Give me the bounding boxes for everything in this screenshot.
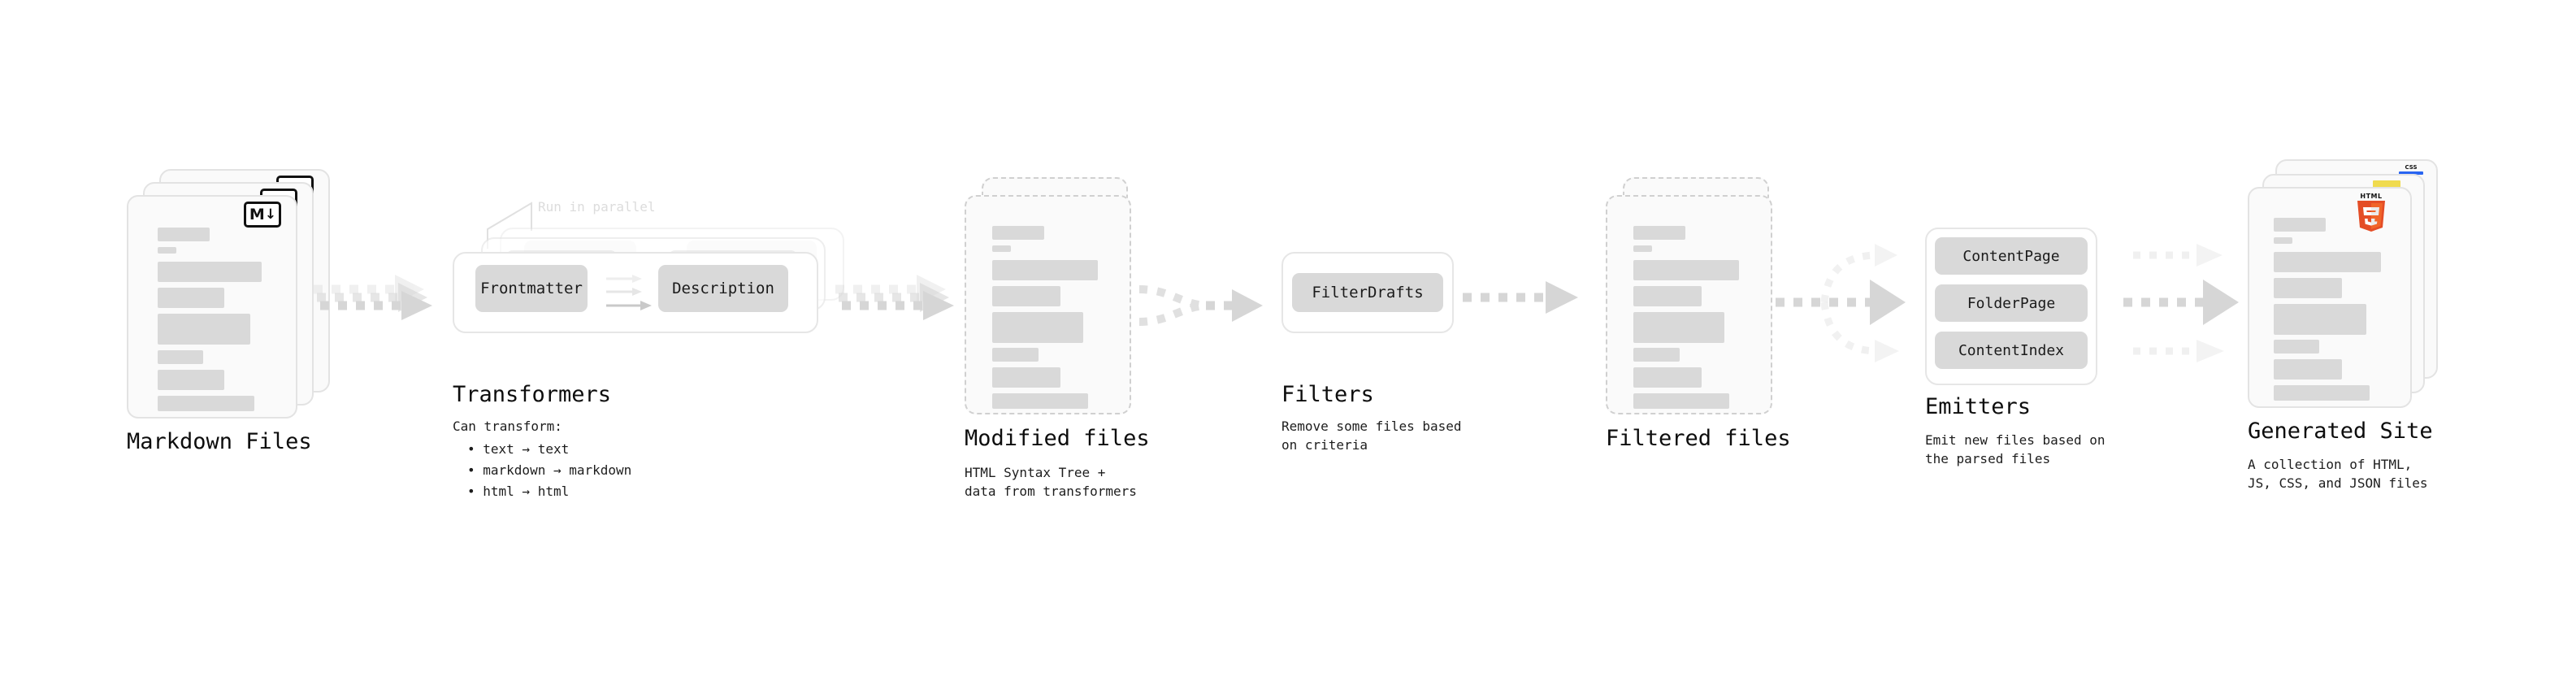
skeleton-bar: [158, 370, 224, 390]
skeleton-bar: [2274, 237, 2292, 244]
stage-title-filtered-files: Filtered files: [1606, 426, 1791, 451]
transformers-bullet-1: • markdown → markdown: [467, 462, 632, 478]
skeleton-bar: [992, 260, 1098, 280]
skeleton-bar: [992, 245, 1011, 252]
transformer-pill-frontmatter[interactable]: Frontmatter: [475, 265, 588, 312]
skeleton-bar: [2274, 218, 2326, 232]
emitter-pill-contentindex[interactable]: ContentIndex: [1935, 332, 2088, 369]
site-card-front: [2248, 187, 2412, 408]
transformer-inner-arrows: [606, 275, 652, 310]
transformer-pill-description[interactable]: Description: [658, 265, 788, 312]
pill-label: FolderPage: [1967, 294, 2056, 312]
arrow-modified-to-filters: [1138, 285, 1263, 326]
pill-label: Description: [672, 280, 774, 297]
skeleton-bar: [1633, 245, 1652, 252]
pill-label: ContentPage: [1962, 247, 2060, 265]
stage-title-transformers: Transformers: [453, 382, 612, 407]
skeleton-bar: [158, 228, 210, 241]
arrow-markdown-to-transformers: [314, 275, 432, 320]
stage-title-generated-site: Generated Site: [2248, 419, 2433, 444]
stage-subtitle-transformers: Can transform:: [453, 419, 562, 434]
skeleton-bar: [2274, 385, 2370, 401]
skeleton-bar: [992, 286, 1060, 306]
skeleton-bar: [158, 350, 203, 364]
markdown-card-front: [127, 195, 297, 419]
emitter-pill-folderpage[interactable]: FolderPage: [1935, 284, 2088, 322]
skeleton-bar: [2274, 278, 2342, 298]
stage-subtitle-emitters: Emit new files based on the parsed files: [1925, 432, 2105, 466]
stage-subtitle-modified-files: HTML Syntax Tree + data from transformer…: [965, 465, 1137, 499]
skeleton-bar: [158, 262, 262, 282]
skeleton-bar: [2274, 304, 2366, 335]
skeleton-bar: [992, 348, 1039, 362]
html5-label: HTML: [2360, 193, 2383, 200]
transformers-bullet-2: • html → html: [467, 484, 570, 499]
skeleton-bar: [158, 396, 254, 411]
skeleton-bar: [1633, 348, 1680, 362]
html5-icon: HTML: [2356, 193, 2387, 232]
skeleton-bar: [158, 247, 176, 254]
pill-label: Frontmatter: [480, 280, 583, 297]
stage-title-modified-files: Modified files: [965, 426, 1150, 451]
arrow-filtered-to-emitters: [1776, 244, 1906, 362]
skeleton-bar: [1633, 226, 1685, 240]
stage-subtitle-filters: Remove some files based on criteria: [1281, 419, 1462, 453]
skeleton-bar: [2274, 252, 2381, 272]
modified-card-front: [965, 195, 1131, 414]
skeleton-bar: [1633, 393, 1729, 409]
filter-pill-filterdrafts[interactable]: FilterDrafts: [1292, 273, 1443, 312]
skeleton-bar: [158, 314, 250, 345]
css-label: CSS: [2405, 164, 2418, 171]
skeleton-bar: [1633, 367, 1702, 388]
skeleton-bar: [2274, 340, 2319, 354]
skeleton-bar: [992, 312, 1083, 343]
stage-title-emitters: Emitters: [1925, 394, 2032, 419]
arrow-transformers-to-modified: [835, 275, 954, 320]
markdown-icon: M↓: [244, 202, 281, 228]
css-underline: [2399, 171, 2423, 175]
emitter-pill-contentpage[interactable]: ContentPage: [1935, 237, 2088, 275]
skeleton-bar: [992, 393, 1088, 409]
filtered-card-front: [1606, 195, 1772, 414]
pill-label: ContentIndex: [1958, 341, 2065, 359]
skeleton-bar: [1633, 260, 1739, 280]
skeleton-bar: [1633, 312, 1724, 343]
css-icon: CSS: [2399, 164, 2423, 175]
arrow-emitters-to-site: [2123, 244, 2239, 362]
stage-title-filters: Filters: [1281, 382, 1374, 407]
stage-title-markdown-files: Markdown Files: [127, 429, 312, 454]
run-in-parallel-label: Run in parallel: [538, 199, 656, 215]
transformers-bullet-0: • text → text: [467, 441, 570, 457]
stage-subtitle-generated-site: A collection of HTML, JS, CSS, and JSON …: [2248, 457, 2428, 491]
skeleton-bar: [158, 288, 224, 308]
arrow-filters-to-filtered: [1463, 281, 1578, 314]
markdown-arrow: ↓: [264, 206, 276, 223]
skeleton-bar: [992, 367, 1060, 388]
pill-label: FilterDrafts: [1312, 284, 1424, 301]
skeleton-bar: [2274, 359, 2342, 380]
skeleton-bar: [992, 226, 1044, 240]
markdown-letter: M: [249, 205, 265, 223]
skeleton-bar: [1633, 286, 1702, 306]
